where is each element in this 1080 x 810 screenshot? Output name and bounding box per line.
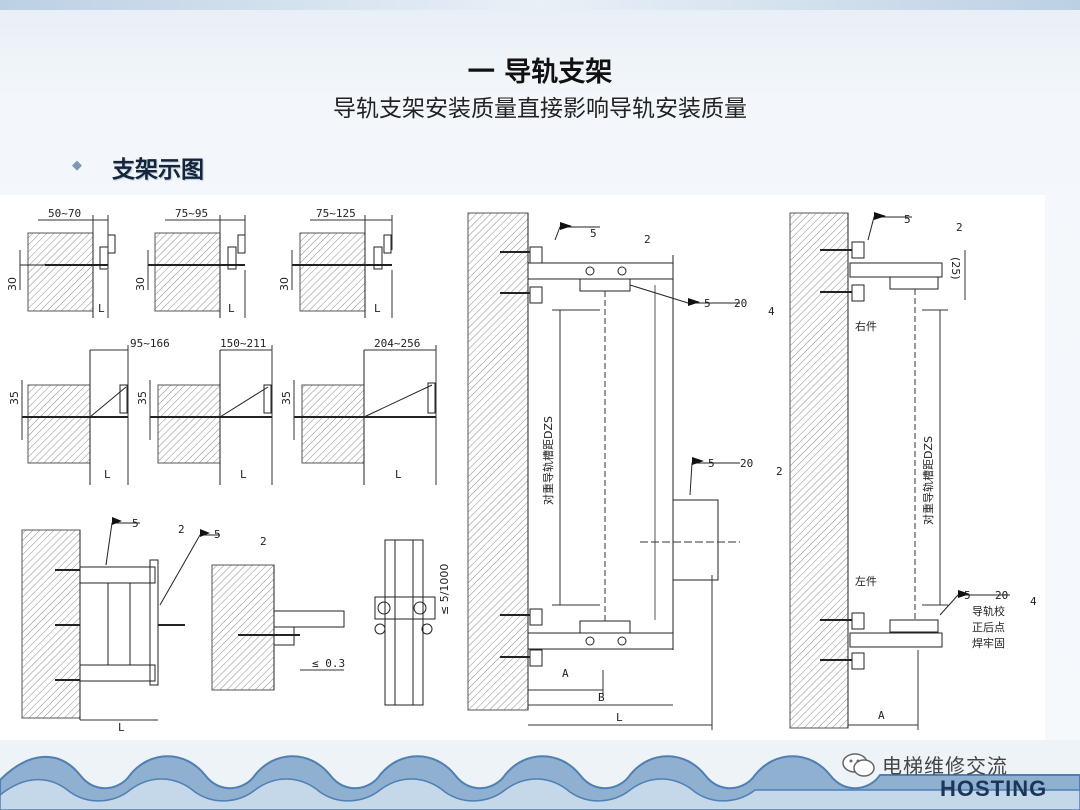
counterweight-bracket-middle <box>467 212 740 730</box>
dim-L-1: L <box>98 302 105 315</box>
weld-2-a: 2 <box>178 523 185 536</box>
dim-L-6: L <box>395 468 402 481</box>
top-band <box>0 0 1080 10</box>
weld-2-e: 2 <box>776 465 783 478</box>
weld-5-a: 5 <box>132 517 139 530</box>
dim-L-7: L <box>118 721 125 734</box>
weld-5-d: 5 <box>704 297 711 310</box>
watermark-text: 电梯维修交流 <box>882 754 1008 778</box>
dim-30-1: 30 <box>6 277 19 291</box>
rail-detail <box>374 539 436 706</box>
dim-label-r1-2: 75~95 <box>175 207 208 220</box>
correction-note-3: 焊牢固 <box>972 636 1005 650</box>
section-heading: 支架示图 <box>112 156 204 183</box>
weld-5-b: 5 <box>214 528 221 541</box>
right-part-label: 右件 <box>855 319 877 333</box>
dim-L-middle: L <box>616 711 623 724</box>
weld-20-g: 20 <box>995 589 1008 602</box>
slide-subtitle: 导轨支架安装质量直接影响导轨安装质量 <box>333 96 747 122</box>
dim-label-r1-1: 50~70 <box>48 207 81 220</box>
weld-5-f: 5 <box>904 213 911 226</box>
bracket-detail-1 <box>19 215 116 318</box>
dim-25: (25) <box>949 257 962 280</box>
bracket-detail-5 <box>149 345 273 485</box>
counterweight-bracket-right <box>789 212 1010 730</box>
weld-2-f: 2 <box>956 221 963 234</box>
weld-5-e: 5 <box>708 457 715 470</box>
weld-2-c: 2 <box>644 233 651 246</box>
dim-B-middle: B <box>598 691 605 704</box>
wechat-icon <box>842 753 875 777</box>
dim-A-middle: A <box>562 667 569 680</box>
bracket-detail-4 <box>21 345 129 485</box>
dim-L-4: L <box>104 468 111 481</box>
dim-A-right: A <box>878 709 885 722</box>
dim-35-3: 35 <box>280 391 293 405</box>
slide-title: 一 导轨支架 <box>467 57 613 88</box>
weld-5-g: 5 <box>964 589 971 602</box>
dim-35-1: 35 <box>8 391 21 405</box>
watermark: 电梯维修交流 HOSTING <box>842 748 1072 804</box>
dim-L-3: L <box>374 302 381 315</box>
dim-label-r1-3: 75~125 <box>316 207 356 220</box>
weld-20-d: 20 <box>734 297 747 310</box>
tol-5-1000: ≤ 5/1000 <box>438 564 451 615</box>
dim-label-r2-1: 95~166 <box>130 337 170 350</box>
bracket-detail-3 <box>291 215 393 318</box>
dim-30-3: 30 <box>278 277 291 291</box>
correction-note-1: 导轨校 <box>972 604 1005 618</box>
dzs-label-middle: 对重导轨槽距DZS <box>541 416 555 505</box>
dim-label-r2-3: 204~256 <box>374 337 420 350</box>
dim-label-r2-2: 150~211 <box>220 337 266 350</box>
dim-35-2: 35 <box>136 391 149 405</box>
dim-30-2: 30 <box>134 277 147 291</box>
left-part-label: 左件 <box>855 575 877 588</box>
weld-4-g: 4 <box>1030 595 1037 608</box>
bracket-drawing: 50~70 75~95 75~125 30 30 30 L L L 95~166 <box>0 195 1045 743</box>
correction-note-2: 正后点 <box>972 621 1005 634</box>
tol-0-3: ≤ 0.3 <box>312 657 345 670</box>
bracket-detail-7 <box>21 517 220 721</box>
dzs-label-right: 对重导轨槽距DZS <box>921 436 935 525</box>
weld-5-c: 5 <box>590 227 597 240</box>
weld-4-d: 4 <box>768 305 775 318</box>
bracket-detail-8 <box>211 564 345 691</box>
weld-20-e: 20 <box>740 457 753 470</box>
watermark-brand: HOSTING <box>940 776 1048 801</box>
dim-L-2: L <box>228 302 235 315</box>
dim-L-5: L <box>240 468 247 481</box>
bracket-detail-2 <box>147 215 246 318</box>
bracket-detail-6 <box>293 345 437 485</box>
wave-border-decoration <box>0 740 1080 810</box>
weld-2-b: 2 <box>260 535 267 548</box>
diamond-bullet-icon: ◆ <box>72 158 82 173</box>
